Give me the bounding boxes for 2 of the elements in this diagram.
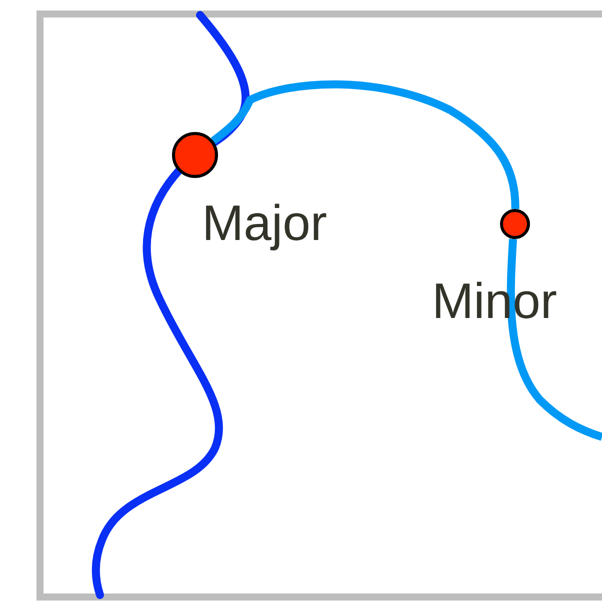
tributary-line [210, 80, 520, 210]
junction-label: Major [202, 198, 328, 248]
